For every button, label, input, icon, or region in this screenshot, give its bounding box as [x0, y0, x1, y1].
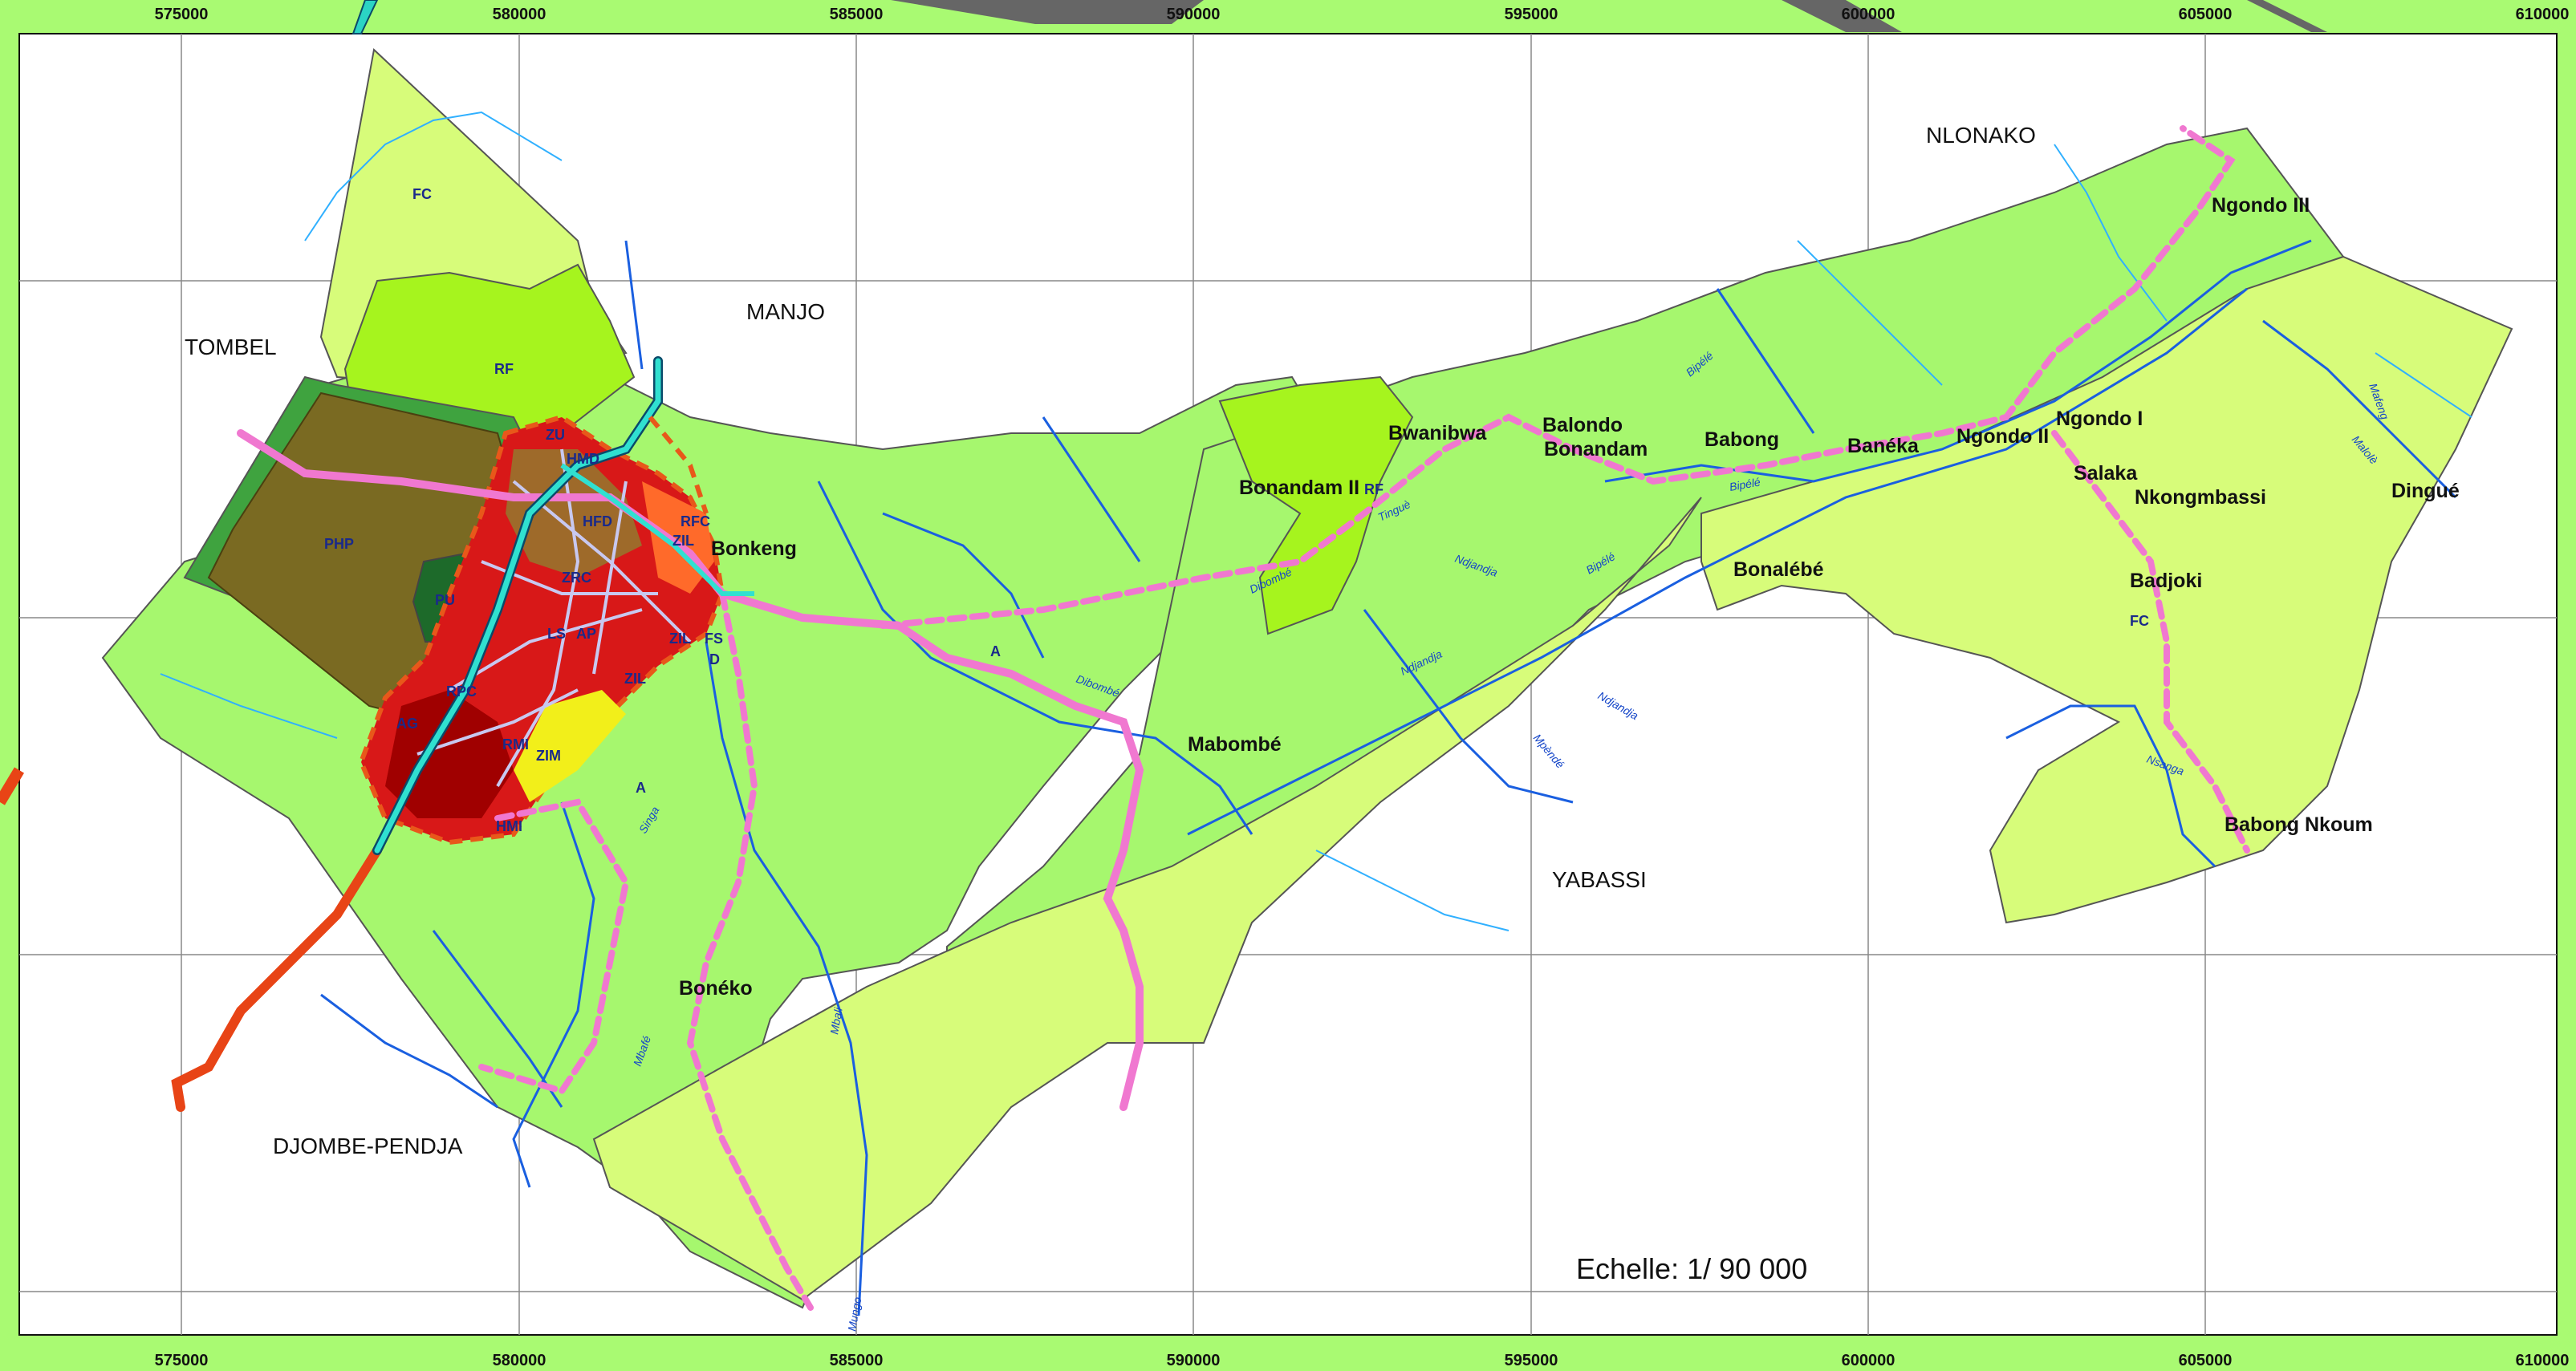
region-label-djombe-pendja: DJOMBE-PENDJA: [273, 1134, 463, 1158]
zone-label-zu: ZU: [546, 427, 565, 443]
tick-bottom-1: 580000: [493, 1352, 546, 1369]
village-label-bonandam: Bonandam: [1544, 438, 1648, 460]
village-label-salaka: Salaka: [2074, 462, 2138, 485]
zone-label-d: D: [709, 651, 720, 667]
zone-label-rmi: RMI: [502, 736, 529, 752]
tick-bottom-7: 610000: [2516, 1352, 2570, 1369]
tick-bottom-2: 585000: [830, 1352, 884, 1369]
village-label-mabombe: Mabombé: [1188, 733, 1282, 756]
zone-label-fc: FC: [412, 186, 432, 202]
zone-label-php: PHP: [324, 536, 354, 552]
village-label-ngondo-i: Ngondo I: [2056, 408, 2143, 430]
zone-label-ap: AP: [576, 626, 596, 642]
village-label-ngondo-iii: Ngondo III: [2212, 194, 2310, 217]
orange-main-road: [171, 846, 382, 1112]
zone-label-zim: ZIM: [536, 748, 561, 764]
village-label-baneka: Banéka: [1847, 435, 1920, 457]
zone-label-rfc: RFC: [681, 513, 710, 529]
region-label-nlonako: NLONAKO: [1926, 123, 2036, 148]
orange-edge-road: [0, 767, 25, 805]
orange-dashed-boundary: [648, 416, 709, 514]
tick-bottom-0: 575000: [155, 1352, 209, 1369]
river-label-bipele-2: Bipélé: [1729, 475, 1761, 493]
tick-bottom-3: 590000: [1167, 1352, 1221, 1369]
zone-label-zil-3: ZIL: [624, 671, 646, 687]
pink-dashed-roads: [478, 125, 2250, 1311]
scale-label: Echelle: 1/ 90 000: [1576, 1252, 1807, 1285]
tick-bottom-5: 600000: [1842, 1352, 1895, 1369]
zone-urban-brown: [506, 449, 642, 578]
zone-label-rf-bonandam: RF: [1364, 481, 1383, 497]
village-label-babong-nkoum: Babong Nkoum: [2225, 813, 2373, 836]
zone-label-a-west: A: [636, 780, 646, 796]
tick-labels-bottom: 575000 580000 585000 590000 595000 60000…: [155, 1352, 2570, 1369]
region-labels: TOMBEL MANJO NLONAKO YABASSI DJOMBE-PEND…: [185, 123, 2036, 1158]
tick-top-5: 600000: [1842, 6, 1895, 23]
tick-top-6: 605000: [2179, 6, 2233, 23]
cyan-spur-road: [560, 463, 754, 596]
region-label-manjo: MANJO: [746, 299, 825, 324]
zone-label-zrc: ZRC: [562, 570, 591, 586]
tick-bottom-6: 605000: [2179, 1352, 2233, 1369]
zone-label-fs: FS: [705, 631, 723, 647]
zone-label-rf: RF: [494, 361, 514, 377]
village-label-badjoki: Badjoki: [2130, 570, 2202, 592]
village-label-boneko: Bonéko: [679, 977, 753, 1000]
tick-top-7: 610000: [2516, 6, 2570, 23]
river-label-mungo: Mungo: [845, 1296, 863, 1332]
zone-label-zil-2: ZIL: [669, 631, 691, 647]
river-network-minor: [160, 111, 2472, 931]
zone-urban-yellow: [514, 690, 626, 802]
river-label-mbali: Mbali: [827, 1006, 845, 1036]
zone-labels: FC RF PHP PU AG A A FC RF ZU HMD HFD RFC…: [324, 186, 2149, 834]
village-label-bonalebe: Bonalébé: [1733, 558, 1824, 581]
region-label-tombel: TOMBEL: [185, 335, 277, 359]
tick-top-3: 590000: [1167, 6, 1221, 23]
zone-label-hfd: HFD: [583, 513, 612, 529]
zone-label-fc-east: FC: [2130, 613, 2149, 629]
village-label-bwanibwa: Bwanibwa: [1388, 422, 1487, 444]
zone-east-light: [1700, 255, 2513, 924]
tick-top-4: 595000: [1505, 6, 1558, 23]
frame-road-fragments: [351, 0, 2327, 34]
zone-label-hmi: HMI: [496, 818, 522, 834]
village-label-dingue: Dingué: [2391, 480, 2460, 502]
village-label-nkongmbassi: Nkongmbassi: [2135, 486, 2266, 509]
tick-bottom-4: 595000: [1505, 1352, 1558, 1369]
zone-label-a-center: A: [990, 643, 1001, 659]
zone-urban-dark: [385, 690, 514, 818]
pink-main-road: [237, 429, 1144, 1111]
cyan-main-road-inner: [374, 358, 661, 854]
village-label-babong: Babong: [1704, 428, 1779, 451]
zone-label-pu: PU: [435, 592, 455, 608]
region-label-yabassi: YABASSI: [1552, 867, 1647, 892]
zone-label-hmd: HMD: [567, 451, 599, 467]
tick-top-2: 585000: [830, 6, 884, 23]
tick-top-0: 575000: [155, 6, 209, 23]
zone-label-rpc: RPC: [446, 683, 477, 700]
river-network: [320, 239, 2457, 1316]
zone-label-ls: LS: [547, 626, 566, 642]
village-label-bonkeng: Bonkeng: [711, 537, 797, 560]
tick-labels-top: 575000 580000 585000 590000 595000 60000…: [155, 6, 2570, 23]
zone-label-ag: AG: [396, 716, 418, 732]
village-label-ngondo-ii: Ngondo II: [1956, 425, 2049, 448]
tick-top-1: 580000: [493, 6, 546, 23]
village-label-balondo: Balondo: [1542, 414, 1623, 436]
zone-label-zil-1: ZIL: [672, 533, 694, 549]
village-label-bonandam-ii: Bonandam II: [1239, 477, 1359, 499]
village-labels: Bonkeng Bwanibwa Balondo Bonandam Babong…: [679, 194, 2460, 1000]
